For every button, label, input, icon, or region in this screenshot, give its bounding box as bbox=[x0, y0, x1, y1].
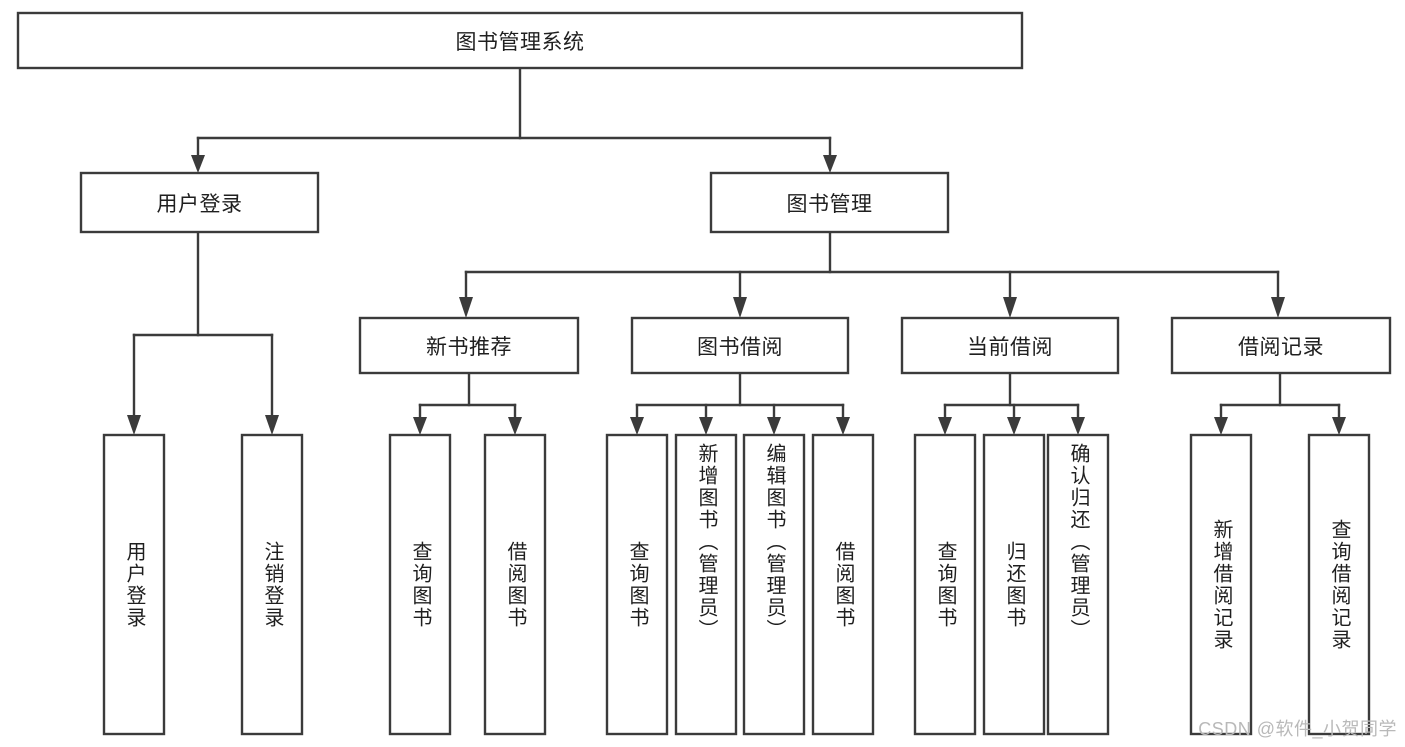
connector-group bbox=[127, 66, 1346, 435]
arrow-recommend-leaf1 bbox=[413, 417, 427, 435]
node-box-leaf-recommend-0[interactable] bbox=[388, 433, 452, 736]
node-box-leaf-borrow-3[interactable] bbox=[811, 433, 875, 736]
node-box-leaf-record-0[interactable] bbox=[1189, 433, 1253, 736]
arrow-record-leaf1 bbox=[1214, 417, 1228, 435]
node-box-leaf-recommend-1[interactable] bbox=[483, 433, 547, 736]
node-box-book-manage[interactable] bbox=[709, 171, 950, 234]
arrow-borrow-leaf3 bbox=[767, 417, 781, 435]
arrow-book-manage-c2 bbox=[733, 297, 747, 318]
arrow-user-login-leaf2 bbox=[265, 415, 279, 435]
node-box-group bbox=[16, 11, 1392, 736]
arrow-root-to-book-manage bbox=[823, 155, 837, 173]
node-box-leaf-user-login-1[interactable] bbox=[240, 433, 304, 736]
node-box-leaf-current-1[interactable] bbox=[982, 433, 1046, 736]
arrow-borrow-leaf2 bbox=[699, 417, 713, 435]
node-box-book-borrow[interactable] bbox=[630, 316, 850, 375]
node-box-leaf-current-0[interactable] bbox=[913, 433, 977, 736]
node-box-current-borrow[interactable] bbox=[900, 316, 1120, 375]
node-box-leaf-borrow-2[interactable] bbox=[742, 433, 806, 736]
arrow-recommend-leaf2 bbox=[508, 417, 522, 435]
node-box-leaf-borrow-1[interactable] bbox=[674, 433, 738, 736]
arrow-current-leaf2 bbox=[1007, 417, 1021, 435]
arrow-book-manage-c1 bbox=[459, 297, 473, 318]
node-box-user-login[interactable] bbox=[79, 171, 320, 234]
node-box-leaf-user-login-0[interactable] bbox=[102, 433, 166, 736]
arrow-current-leaf3 bbox=[1071, 417, 1085, 435]
node-box-leaf-record-1[interactable] bbox=[1307, 433, 1371, 736]
arrow-root-to-user-login bbox=[191, 155, 205, 173]
arrow-current-leaf1 bbox=[938, 417, 952, 435]
arrow-user-login-leaf1 bbox=[127, 415, 141, 435]
arrow-record-leaf2 bbox=[1332, 417, 1346, 435]
arrow-book-manage-c4 bbox=[1271, 297, 1285, 318]
arrow-borrow-leaf4 bbox=[836, 417, 850, 435]
node-box-borrow-record[interactable] bbox=[1170, 316, 1392, 375]
node-box-new-book-recommend[interactable] bbox=[358, 316, 580, 375]
node-box-root[interactable] bbox=[16, 11, 1024, 70]
arrow-book-manage-c3 bbox=[1003, 297, 1017, 318]
node-box-leaf-current-2[interactable] bbox=[1046, 433, 1110, 736]
arrow-borrow-leaf1 bbox=[630, 417, 644, 435]
node-box-leaf-borrow-0[interactable] bbox=[605, 433, 669, 736]
